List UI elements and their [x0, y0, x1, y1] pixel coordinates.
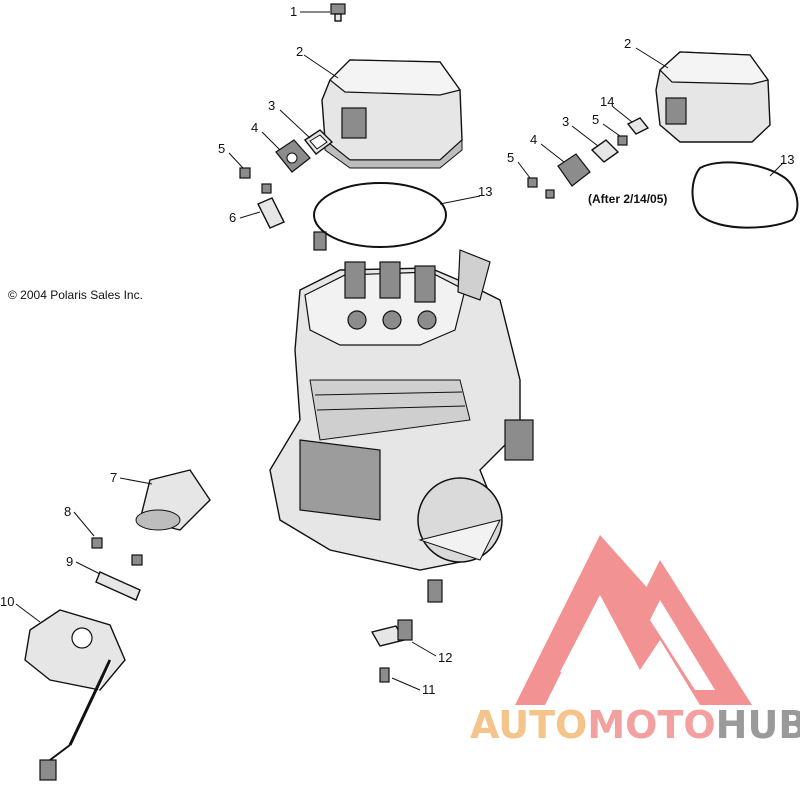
- callout-10: 10: [0, 594, 14, 609]
- leader-11: [391, 677, 421, 691]
- screw-part-5a: [239, 167, 272, 194]
- callout-1: 1: [290, 4, 297, 19]
- leader-7: [119, 477, 153, 485]
- callout-12: 12: [438, 650, 452, 665]
- callout-5a: 5: [218, 141, 225, 156]
- breather-part-4-alt: [557, 153, 591, 187]
- engine-assembly: [269, 249, 534, 603]
- callout-13a: 13: [478, 184, 492, 199]
- o-ring-part-13: [313, 182, 447, 248]
- leader-9: [75, 561, 101, 575]
- watermark-text: AUTOMOTOHUB: [470, 703, 800, 747]
- watermark-moto: MOTO: [587, 703, 715, 747]
- callout-4b: 4: [530, 132, 537, 147]
- callout-9: 9: [66, 554, 73, 569]
- leader-4b: [540, 143, 565, 163]
- watermark-hub: HUB: [716, 703, 800, 747]
- watermark-logo-icon: [515, 535, 752, 705]
- callout-6: 6: [229, 210, 236, 225]
- callout-5b: 5: [507, 150, 514, 165]
- bolt-part-8: [91, 537, 143, 566]
- callout-2b: 2: [624, 36, 631, 51]
- pin-part-9: [95, 571, 141, 601]
- sensor-part-12: [370, 619, 413, 647]
- leader-14: [611, 105, 633, 123]
- leader-10: [15, 603, 41, 623]
- callout-14: 14: [600, 94, 614, 109]
- bolt-part-1: [330, 3, 346, 22]
- bolt-part-11: [379, 667, 390, 683]
- leader-12: [411, 641, 437, 657]
- callout-2a: 2: [296, 44, 303, 59]
- plate-part-14: [626, 117, 650, 135]
- leader-5b: [517, 161, 531, 179]
- leader-6: [239, 211, 261, 219]
- leader-5a: [228, 152, 244, 169]
- gasket-part-3: [303, 129, 334, 155]
- callout-11: 11: [422, 682, 436, 697]
- leader-2b: [635, 47, 669, 69]
- callout-5c: 5: [592, 112, 599, 127]
- leader-8: [73, 511, 95, 537]
- callout-7: 7: [110, 470, 117, 485]
- callout-13b: 13: [780, 152, 794, 167]
- callout-8: 8: [64, 504, 71, 519]
- leader-4a: [261, 131, 281, 151]
- leader-2a: [303, 54, 339, 79]
- leader-13b: [769, 161, 785, 177]
- after-date-annotation: (After 2/14/05): [588, 192, 667, 206]
- callout-4a: 4: [251, 120, 258, 135]
- leader-5c: [602, 123, 621, 137]
- fitting-part-6: [257, 197, 327, 251]
- throttle-body-part-10: [24, 609, 126, 781]
- callout-3a: 3: [268, 98, 275, 113]
- intake-boot-part-7: [135, 469, 211, 531]
- gasket-part-3-alt: [590, 139, 620, 163]
- leader-3b: [571, 125, 599, 147]
- gasket-part-13-alt: [691, 161, 799, 229]
- screws-part-5-alt: [527, 135, 628, 199]
- valve-cover-part-2-alt: [655, 51, 771, 143]
- copyright-text: © 2004 Polaris Sales Inc.: [8, 288, 143, 302]
- leader-13a: [439, 195, 481, 205]
- breather-part-4: [275, 139, 311, 173]
- leader-3a: [279, 109, 311, 139]
- callout-3b: 3: [562, 114, 569, 129]
- watermark-auto: AUTO: [470, 703, 587, 747]
- valve-cover-part-2: [321, 59, 463, 169]
